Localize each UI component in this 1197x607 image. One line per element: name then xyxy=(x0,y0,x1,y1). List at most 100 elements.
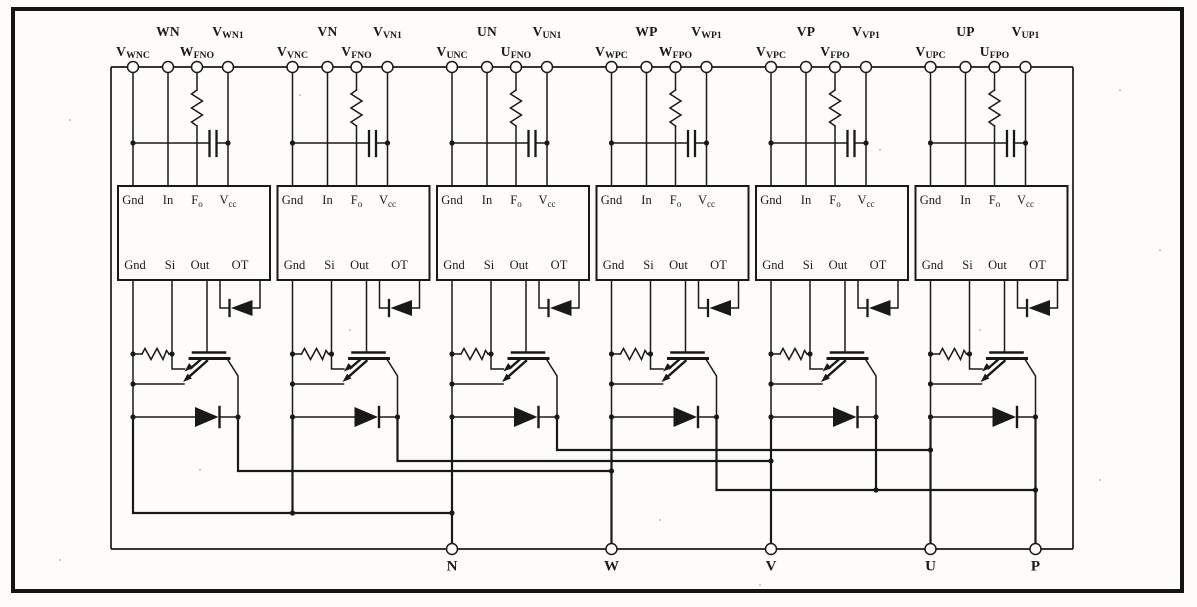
label-text: F xyxy=(829,192,837,207)
terminal-label-VN-2: VFNO xyxy=(341,43,372,62)
ic-pin-label-bottom-3: OT xyxy=(391,259,408,272)
label-subscript: cc xyxy=(547,198,556,209)
ic-pin-label-bottom-1: Si xyxy=(643,259,653,272)
label-text: V xyxy=(820,43,831,59)
phase-terminal-label-V: V xyxy=(765,558,777,575)
label-text: V xyxy=(915,43,926,59)
label-text: W xyxy=(179,43,194,59)
ic-pin-label-bottom-0: Gnd xyxy=(762,259,784,272)
label-text: V xyxy=(1011,23,1022,39)
terminal-label-UN-3: VUN1 xyxy=(533,24,562,42)
ic-pin-label-bottom-1: Si xyxy=(324,259,334,272)
cell-UP xyxy=(914,65,1069,429)
ic-pin-label-bottom-0: Gnd xyxy=(124,259,146,272)
cell-WN xyxy=(116,65,272,429)
label-text: V xyxy=(697,192,708,207)
label-text: V xyxy=(1016,192,1027,207)
ic-pin-label-top-0: Gnd xyxy=(920,194,942,207)
label-text: UN xyxy=(477,23,497,39)
label-text: OT xyxy=(550,257,568,272)
label-subscript: o xyxy=(836,198,841,209)
scan-noise xyxy=(58,88,1162,587)
label-text: OT xyxy=(710,257,727,272)
terminal-label-UN-0: VUNC xyxy=(436,44,468,62)
label-text: V xyxy=(116,43,127,59)
terminal-label-WN-3: VWN1 xyxy=(212,23,244,40)
ic-pin-label-bottom-1: Si xyxy=(803,259,813,272)
label-subscript: UNC xyxy=(446,50,468,62)
label-text: In xyxy=(800,192,812,207)
ic-pin-label-bottom-1: Si xyxy=(165,259,175,272)
ic-pin-label-top-1: In xyxy=(801,194,811,207)
label-subscript: FNO xyxy=(510,50,532,62)
label-text: V xyxy=(765,558,777,575)
label-text: V xyxy=(852,23,863,39)
label-subscript: o xyxy=(995,198,1001,209)
terminal-label-VN-0: VVNC xyxy=(276,43,309,62)
terminal-label-VN-3: VVN1 xyxy=(373,24,402,40)
label-text: Si xyxy=(324,257,335,272)
ic-pin-label-top-0: Gnd xyxy=(760,194,782,207)
label-text: V xyxy=(857,192,867,207)
label-text: OT xyxy=(231,257,249,272)
label-text: N xyxy=(446,558,458,575)
terminal-label-WN-2: WFNO xyxy=(179,43,214,60)
label-text: In xyxy=(322,192,333,207)
label-subscript: o xyxy=(676,198,682,209)
terminal-label-VP-0: VVPC xyxy=(756,44,786,60)
ic-pin-label-bottom-1: Si xyxy=(484,259,494,272)
ic-pin-label-top-0: Gnd xyxy=(441,194,463,207)
label-text: F xyxy=(669,192,677,207)
terminal-label-UN-1: UN xyxy=(477,23,497,39)
label-text: V xyxy=(595,43,606,59)
label-text: V xyxy=(341,43,352,59)
label-subscript: VNC xyxy=(286,50,309,62)
label-text: In xyxy=(162,192,174,207)
label-text: Si xyxy=(643,257,654,272)
label-subscript: FNO xyxy=(351,50,372,62)
label-text: V xyxy=(538,192,548,207)
label-subscript: cc xyxy=(1026,198,1035,209)
ic-pin-label-top-3: Vcc xyxy=(378,192,396,208)
ic-pin-label-top-2: Fo xyxy=(510,194,521,208)
label-text: Gnd xyxy=(762,257,784,272)
ic-pin-label-bottom-0: Gnd xyxy=(922,259,944,272)
label-subscript: UN1 xyxy=(542,30,562,42)
ic-pin-label-top-3: Vcc xyxy=(1016,192,1035,209)
cell-WP xyxy=(595,65,750,429)
label-text: Gnd xyxy=(283,257,306,272)
phase-terminal-label-U: U xyxy=(925,559,936,575)
ic-pin-label-bottom-3: OT xyxy=(870,259,887,272)
label-text: Out xyxy=(669,257,688,272)
routing-junctions xyxy=(289,447,1039,516)
cell-VN xyxy=(276,65,431,429)
terminal-label-UP-2: UFPO xyxy=(980,44,1009,60)
phase-terminal-label-W: W xyxy=(604,559,619,575)
label-text: In xyxy=(641,192,652,207)
label-text: V xyxy=(219,192,229,207)
terminal-label-WP-2: WFPO xyxy=(659,44,692,60)
label-text: V xyxy=(276,43,287,59)
cell-VP xyxy=(754,65,910,429)
ic-pin-label-top-3: Vcc xyxy=(538,192,556,209)
label-subscript: cc xyxy=(228,198,237,209)
ic-pin-label-top-0: Gnd xyxy=(601,194,623,207)
ic-pin-label-top-3: Vcc xyxy=(697,192,715,208)
label-text: F xyxy=(191,192,199,207)
ic-pin-label-bottom-2: Out xyxy=(350,259,369,272)
ic-pin-label-top-1: In xyxy=(482,194,492,207)
label-text: V xyxy=(378,192,389,207)
cell-UN xyxy=(435,65,591,429)
terminal-label-VP-1: VP xyxy=(796,23,816,39)
routing-wires xyxy=(131,415,1037,545)
label-text: Gnd xyxy=(919,192,942,207)
label-subscript: WP1 xyxy=(701,30,722,42)
label-text: UP xyxy=(956,23,975,39)
label-subscript: WNC xyxy=(126,50,150,62)
label-text: VP xyxy=(796,23,816,39)
label-text: V xyxy=(212,23,223,39)
label-text: Gnd xyxy=(600,192,623,207)
ic-pin-label-bottom-0: Gnd xyxy=(603,259,625,272)
ic-pin-label-top-0: Gnd xyxy=(122,194,144,207)
label-text: Out xyxy=(350,257,369,272)
